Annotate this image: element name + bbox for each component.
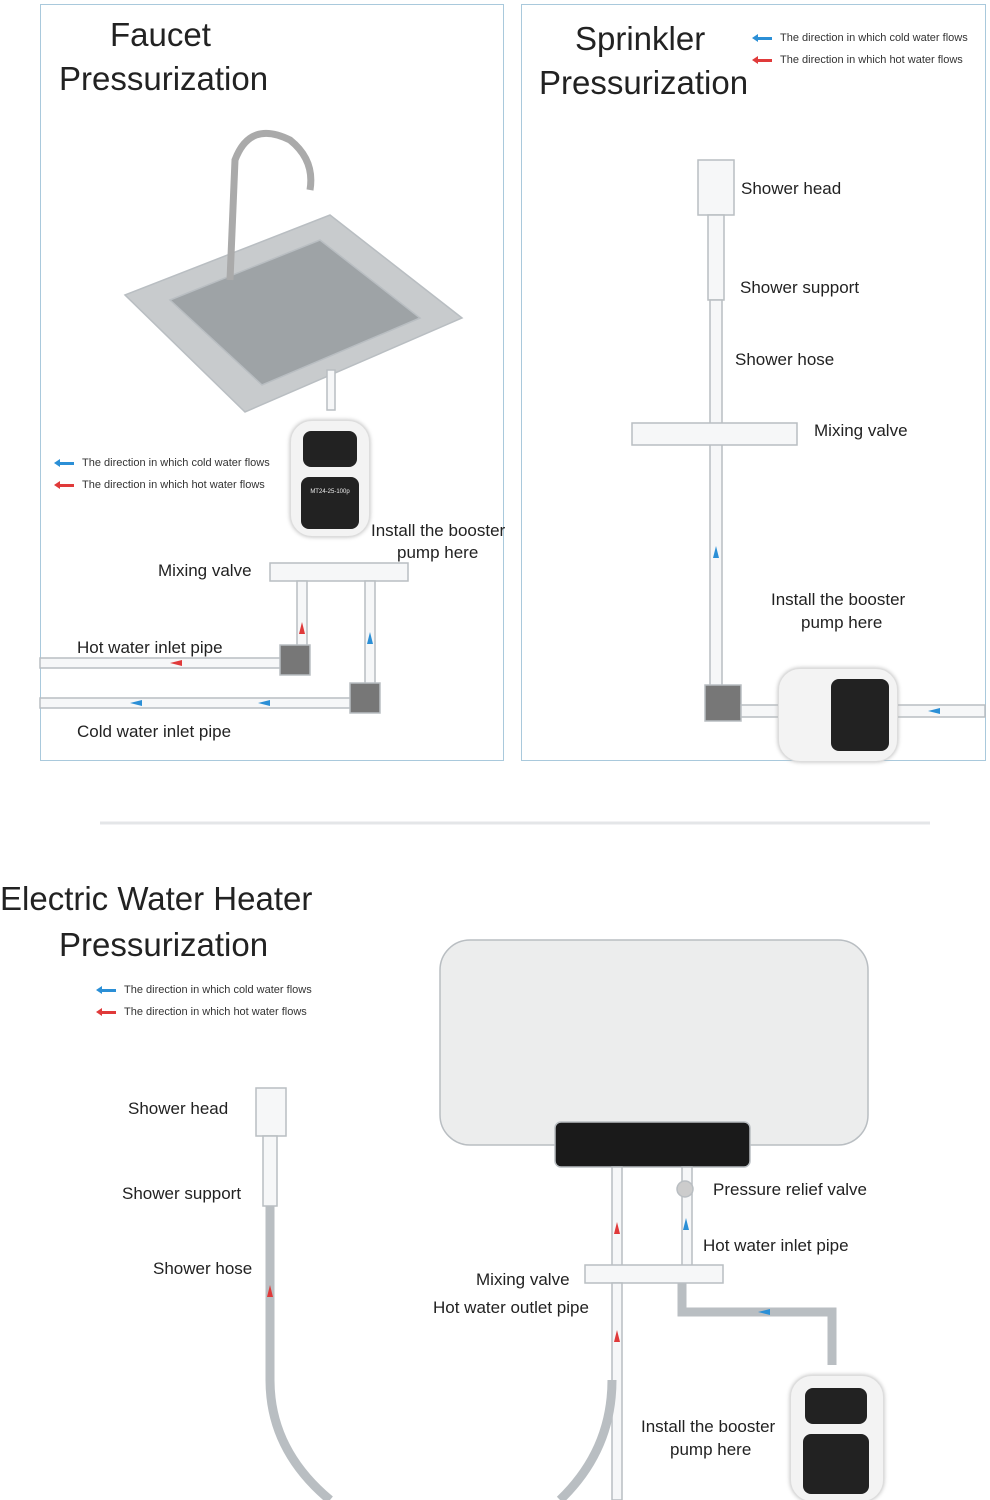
sprinkler-mixing-valve bbox=[631, 422, 798, 446]
cold-inlet-label: Cold water inlet pipe bbox=[77, 722, 232, 741]
flow-arrows bbox=[130, 546, 940, 1342]
shower-hose-label: Shower hose bbox=[153, 1259, 253, 1278]
faucet-panel bbox=[40, 4, 504, 761]
faucet-title-line1: Faucet bbox=[110, 16, 211, 53]
legend-hot: The direction in which hot water flows bbox=[752, 54, 963, 66]
elbow-cold bbox=[349, 682, 381, 714]
heater-mixing-valve bbox=[584, 1264, 724, 1284]
install-label-line2: pump here bbox=[670, 1440, 752, 1459]
install-label-line1: Install the booster bbox=[771, 590, 906, 609]
booster-pump-faucet: MT24-25-100p bbox=[290, 420, 370, 537]
shower-head-label: Shower head bbox=[128, 1099, 229, 1118]
mixing-valve-label: Mixing valve bbox=[476, 1270, 570, 1289]
pressure-relief-valve bbox=[676, 1180, 694, 1198]
water-heater bbox=[439, 939, 869, 1146]
booster-pump-heater bbox=[790, 1375, 884, 1500]
faucet-mixing-valve bbox=[269, 562, 409, 582]
install-label-line2: pump here bbox=[397, 543, 479, 562]
legend-hot: The direction in which hot water flows bbox=[54, 479, 265, 491]
shower-hose-label: Shower hose bbox=[735, 350, 835, 369]
mixing-valve-label: Mixing valve bbox=[158, 561, 252, 580]
heater-title-line2: Pressurization bbox=[59, 926, 269, 963]
booster-pump-sprinkler bbox=[778, 668, 898, 762]
shower-support-label: Shower support bbox=[122, 1184, 242, 1203]
hot-inlet-label: Hot water inlet pipe bbox=[703, 1236, 849, 1255]
heater-title-line1: Electric Water Heater bbox=[0, 880, 313, 917]
heater-control-box bbox=[554, 1121, 751, 1168]
hot-inlet-label: Hot water inlet pipe bbox=[77, 638, 223, 657]
pressure-relief-label: Pressure relief valve bbox=[713, 1180, 868, 1199]
install-label-line1: Install the booster bbox=[641, 1417, 776, 1436]
sprinkler-panel bbox=[521, 4, 986, 761]
mixing-valve-label: Mixing valve bbox=[814, 421, 908, 440]
faucet-hose bbox=[326, 369, 336, 411]
sprinkler-title-line2: Pressurization bbox=[539, 64, 749, 101]
legend-cold: The direction in which cold water flows bbox=[96, 984, 312, 996]
legend-cold: The direction in which cold water flows bbox=[752, 32, 968, 44]
shower-support-label: Shower support bbox=[740, 278, 860, 297]
heater-shower-head bbox=[255, 1087, 287, 1137]
hot-outlet-label: Hot water outlet pipe bbox=[433, 1298, 589, 1317]
legend-hot: The direction in which hot water flows bbox=[96, 1006, 307, 1018]
legend-cold: The direction in which cold water flows bbox=[54, 457, 270, 469]
shower-head bbox=[697, 159, 735, 216]
faucet-title-line2: Pressurization bbox=[59, 60, 269, 97]
elbow-hot bbox=[279, 644, 311, 676]
shower-head-label: Shower head bbox=[741, 179, 842, 198]
install-label-line1: Install the booster bbox=[371, 521, 506, 540]
install-label-line2: pump here bbox=[801, 613, 883, 632]
sprinkler-title-line1: Sprinkler bbox=[575, 20, 706, 57]
